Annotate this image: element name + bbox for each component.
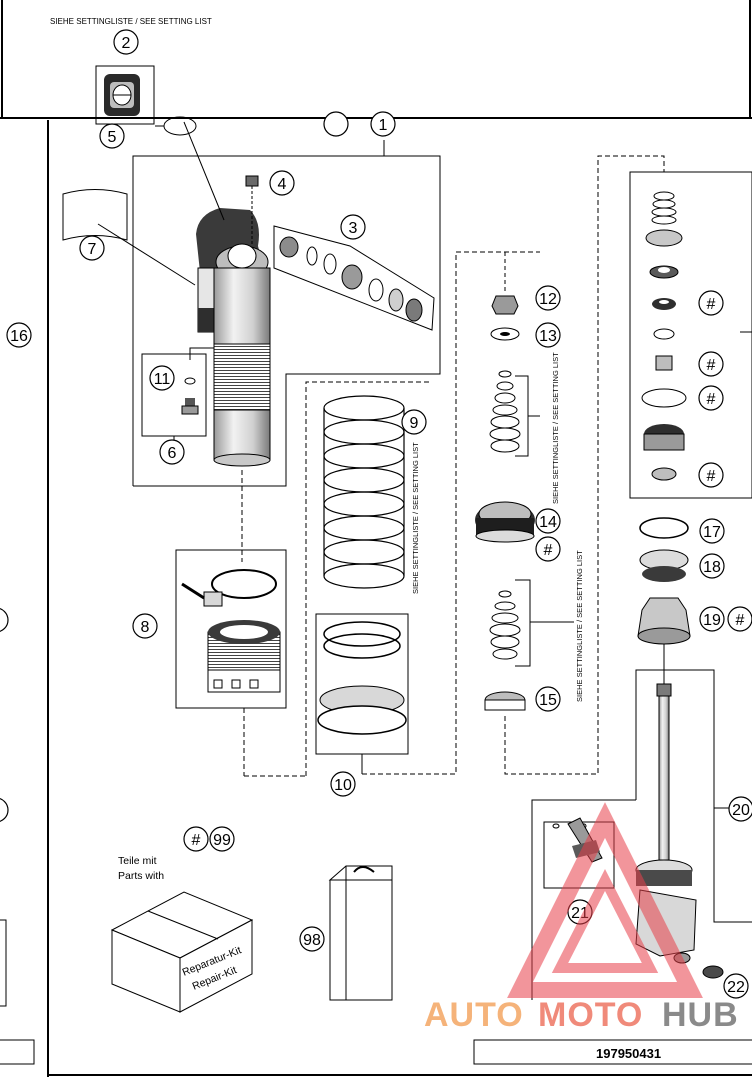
document-number: 197950431	[596, 1046, 661, 1061]
left-edge-fragments	[0, 919, 35, 1065]
callout-98: 98	[303, 932, 321, 949]
top-setting-note: SIEHE SETTINGLISTE / SEE SETTING LIST	[50, 17, 212, 26]
callout-hash-c: #	[707, 391, 716, 408]
repair-kit-box	[110, 891, 254, 1013]
compression-stack-box	[629, 171, 752, 499]
automotohub-watermark	[507, 802, 703, 998]
callout-hash-d: #	[707, 468, 716, 485]
callout-11: 11	[154, 371, 171, 388]
callout-1: 1	[379, 117, 388, 134]
callout-hash-a: #	[707, 296, 716, 313]
document-number-box	[473, 1039, 752, 1065]
callout-hash-b: #	[707, 357, 716, 374]
part-8-adjuster-ring	[175, 549, 306, 777]
callout-2: 2	[122, 35, 131, 52]
part-98-oil-can	[328, 865, 393, 1001]
callout-hash-e: #	[544, 542, 553, 559]
watermark-hub: HUB	[662, 996, 739, 1034]
callout-6: 6	[168, 445, 177, 462]
callout-7: 7	[88, 241, 97, 258]
callout-3: 3	[349, 220, 358, 237]
legend-hash: #	[192, 832, 201, 849]
part-9-spring	[323, 395, 405, 589]
legend-line2: Parts with	[118, 870, 164, 882]
callout-14: 14	[539, 514, 557, 531]
callout-19: 19	[703, 612, 721, 629]
legend: Teile mit Parts with	[118, 855, 164, 882]
callout-9: 9	[410, 415, 419, 432]
stack-upper-setting-note: SIEHE SETTINGLISTE / SEE SETTING LIST	[551, 352, 560, 504]
shock-body	[183, 121, 271, 467]
watermark-auto: AUTO	[424, 996, 524, 1034]
seal-head-parts	[637, 517, 691, 684]
callout-8: 8	[141, 619, 150, 636]
callout-22: 22	[727, 979, 745, 996]
piston-stack	[475, 155, 665, 775]
callout-13: 13	[539, 328, 557, 345]
part-3-seal-kit	[273, 225, 435, 331]
part-5-ring	[155, 116, 197, 136]
part-2-adjuster	[95, 65, 155, 125]
callout-hash-f: #	[736, 612, 745, 629]
stack-lower-setting-note: SIEHE SETTINGLISTE / SEE SETTING LIST	[575, 550, 584, 702]
watermark-moto: MOTO	[538, 996, 643, 1034]
callout-18: 18	[703, 559, 721, 576]
spring-setting-note: SIEHE SETTINGLISTE / SEE SETTING LIST	[411, 442, 420, 594]
callout-4: 4	[278, 176, 287, 193]
callout-20: 20	[732, 802, 750, 819]
callout-15: 15	[539, 692, 557, 709]
legend-number: 99	[213, 832, 231, 849]
part-10-spring-seats	[315, 251, 540, 775]
callout-12: 12	[539, 291, 557, 308]
callout-17: 17	[703, 524, 721, 541]
legend-line1: Teile mit	[118, 855, 157, 867]
watermark-text: AUTO MOTO HUB	[424, 996, 739, 1034]
callout-5: 5	[108, 129, 117, 146]
part-6-11-valve	[141, 347, 214, 440]
part-4-screw	[245, 175, 259, 244]
assembly-frame	[132, 140, 441, 487]
callout-16: 16	[10, 328, 28, 345]
callout-10: 10	[334, 777, 352, 794]
callouts	[0, 29, 752, 999]
part-7-sleeve	[62, 189, 196, 286]
